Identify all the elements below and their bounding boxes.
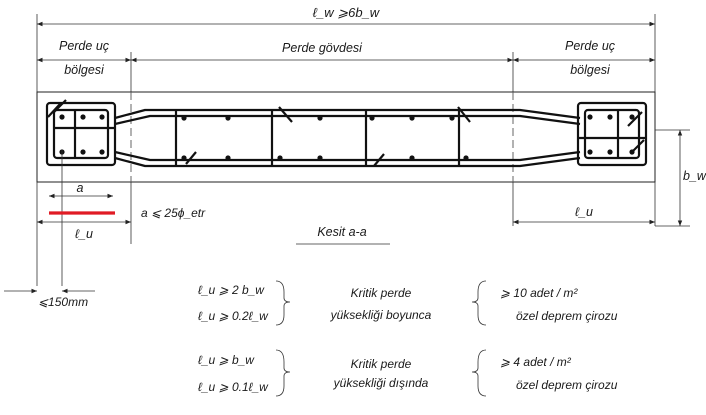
right-zone-label-line2: bölgesi bbox=[570, 63, 611, 77]
overall-length-dimension: ℓ_w ⩾6b_w bbox=[36, 5, 656, 92]
bw-label: b_w bbox=[683, 169, 706, 183]
left-bottom-dimensions: a ℓ_u a ⩽ 25ϕ_etr bbox=[36, 150, 206, 286]
a-rule-label: a ⩽ 25ϕ_etr bbox=[141, 206, 206, 220]
requirement-row-1: ℓ_u ⩾ 2 b_w ℓ_u ⩾ 0.2ℓ_w Kritik perde yü… bbox=[198, 280, 618, 326]
section-label: Kesit a-a bbox=[317, 225, 366, 239]
reinforcement bbox=[45, 99, 648, 168]
max-spacing-label: ⩽150mm bbox=[38, 295, 88, 309]
requirement-row-2: ℓ_u ⩾ b_w ℓ_u ⩾ 0.1ℓ_w Kritik perde yüks… bbox=[198, 349, 618, 397]
row1-condition-2: ℓ_u ⩾ 0.2ℓ_w bbox=[198, 309, 269, 323]
row2-condition-1: ℓ_u ⩾ b_w bbox=[198, 353, 255, 367]
row2-requirement-line2: özel deprem çirozu bbox=[516, 378, 618, 392]
lu-right-dimension: ℓ_u bbox=[512, 182, 656, 226]
right-zone-label-line1: Perde uç bbox=[565, 39, 616, 53]
row1-region-line2: yüksekliği boyunca bbox=[330, 308, 432, 322]
row2-region-line2: yüksekliği dışında bbox=[333, 376, 429, 390]
zone-dimension: Perde uç bölgesi Perde gövdesi Perde uç … bbox=[37, 39, 655, 92]
left-zone-label-line2: bölgesi bbox=[64, 63, 105, 77]
lu-left-label: ℓ_u bbox=[75, 227, 93, 241]
row2-region-line1: Kritik perde bbox=[351, 357, 412, 371]
lu-right-label: ℓ_u bbox=[575, 205, 593, 219]
overall-length-label: ℓ_w ⩾6b_w bbox=[313, 5, 381, 20]
spacing-dimension: ⩽150mm bbox=[4, 288, 95, 309]
bw-dimension: b_w bbox=[655, 129, 706, 227]
row1-region-line1: Kritik perde bbox=[351, 286, 412, 300]
a-label: a bbox=[77, 181, 84, 195]
left-zone-label-line1: Perde uç bbox=[59, 39, 110, 53]
row1-requirement-line1: ⩾ 10 adet / m² bbox=[500, 286, 578, 300]
row1-condition-1: ℓ_u ⩾ 2 b_w bbox=[198, 283, 265, 297]
center-zone-label: Perde gövdesi bbox=[282, 41, 363, 55]
row2-requirement-line1: ⩾ 4 adet / m² bbox=[500, 355, 572, 369]
row2-condition-2: ℓ_u ⩾ 0.1ℓ_w bbox=[198, 380, 269, 394]
row1-requirement-line2: özel deprem çirozu bbox=[516, 309, 618, 323]
wall-outline bbox=[36, 91, 656, 183]
